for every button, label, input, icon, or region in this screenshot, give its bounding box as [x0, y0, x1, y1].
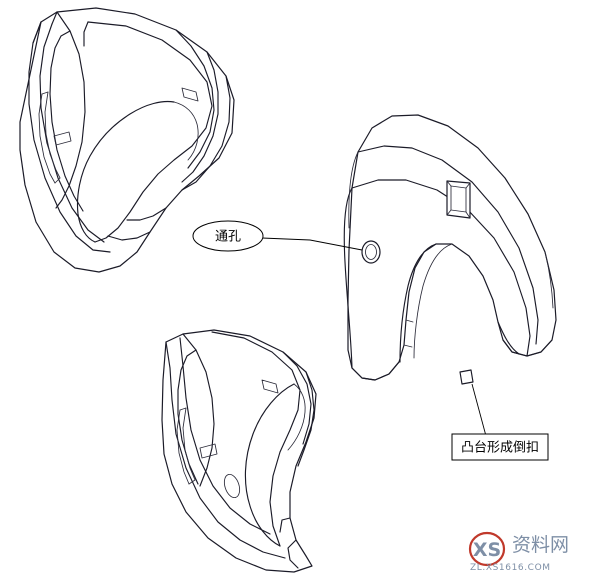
watermark-brand-text: 资料网: [512, 534, 569, 556]
xs-logo-icon: XS: [468, 531, 506, 567]
through-hole-feature: [361, 240, 381, 264]
undercut-boss-feature: [459, 369, 474, 385]
watermark-url-text: ZL.XS1616.COM: [470, 563, 551, 573]
callout-through-hole-ellipse[interactable]: [192, 220, 264, 252]
callout-boss-undercut[interactable]: 凸台形成倒扣: [451, 383, 549, 461]
part-upper-left: [19, 7, 235, 273]
watermark: XS 资料网 ZL.XS1616.COM: [468, 531, 569, 573]
callout-boss-undercut-label: 凸台形成倒扣: [461, 441, 539, 456]
callout-boss-undercut-box[interactable]: [451, 433, 549, 461]
part-lower-center: [161, 329, 317, 573]
part-right-cover: [343, 114, 557, 385]
callout-through-hole[interactable]: 通孔: [192, 220, 363, 252]
boss-rectangle-feature: [446, 180, 471, 219]
callout-through-hole-label: 通孔: [215, 230, 241, 245]
xs-logo-text: XS: [473, 539, 501, 561]
